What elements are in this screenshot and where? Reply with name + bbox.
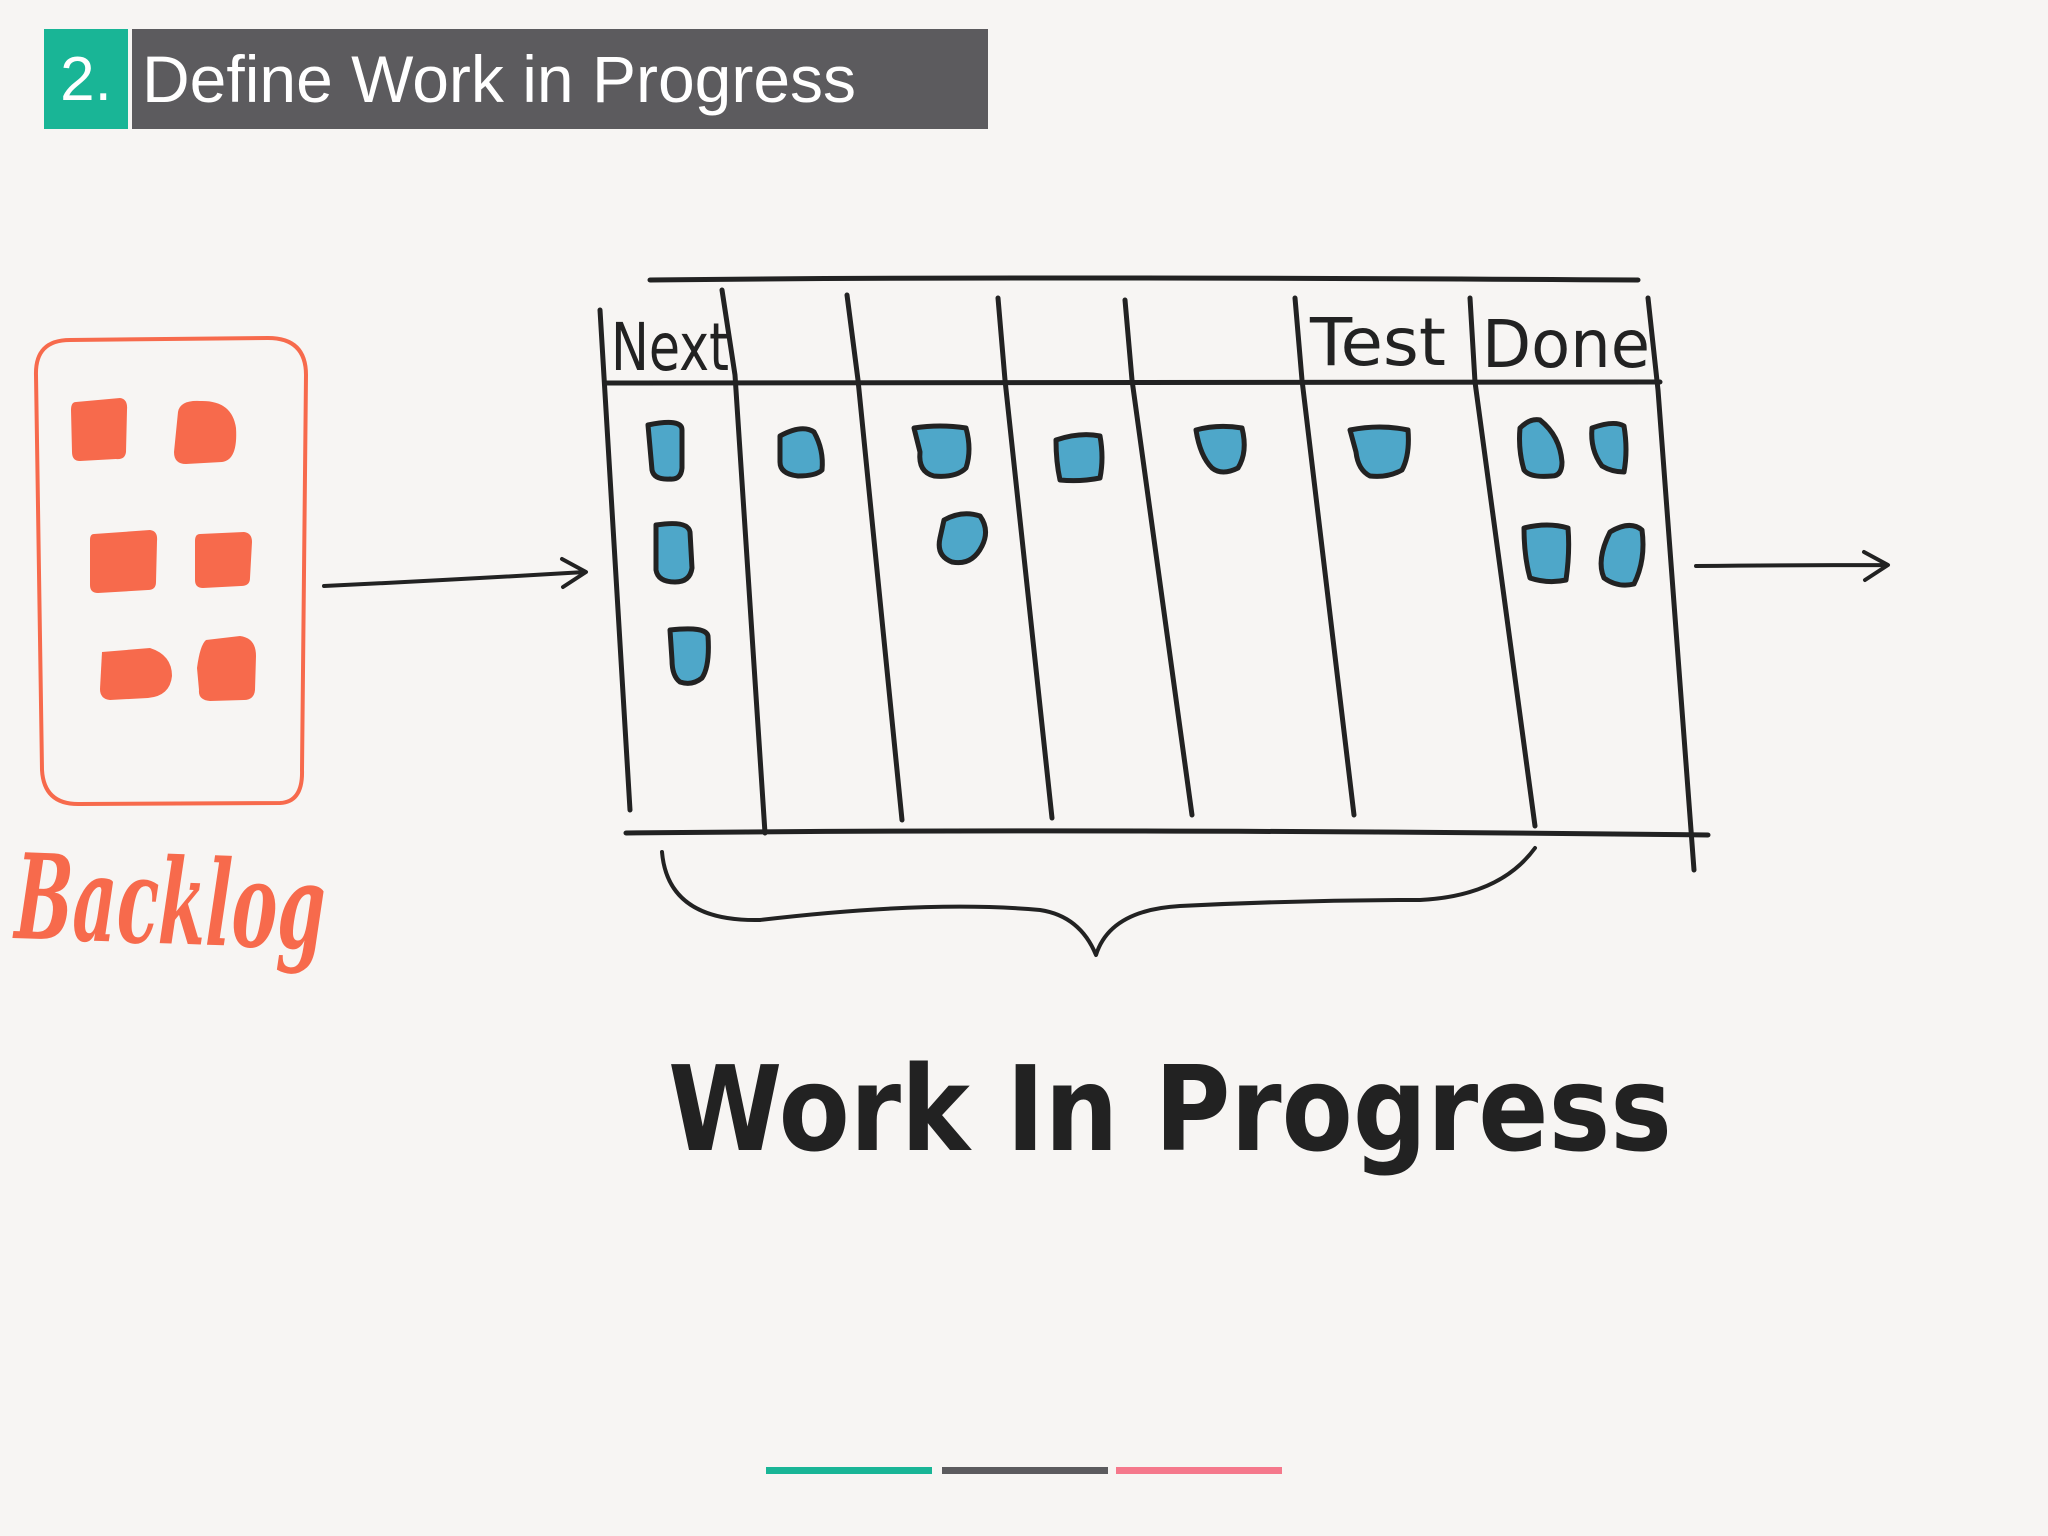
backlog-card [197,636,256,701]
slide-number: 2. [44,29,128,129]
backlog-cards [71,398,256,701]
board-card [653,521,695,585]
board-card [1347,424,1411,479]
progress-segment-1 [766,1467,932,1474]
wip-brace [660,846,1537,957]
board-card [667,626,711,686]
arrow-into-board [322,557,588,589]
board-top-line [647,275,1641,283]
arrow-out-of-board [1694,550,1890,582]
column-label-test: Test [1309,304,1446,381]
board-header-line [602,379,1663,386]
board-bottom-line [623,828,1711,838]
column-divider [995,295,1055,821]
column-label-next: Next [611,309,729,386]
backlog-box [33,336,308,807]
column-label-done: Done [1482,306,1650,383]
progress-segment-2 [942,1467,1108,1474]
backlog-card [174,400,237,464]
board-card [777,426,825,479]
column-divider [1645,295,1697,873]
board-card [1193,423,1247,475]
wip-label: Work In Progress [668,1040,1672,1178]
board-card [936,511,988,566]
board-cards [645,417,1646,686]
kanban-board [597,275,1711,873]
board-card [645,419,685,482]
backlog-card [195,532,252,588]
column-divider [844,292,905,823]
board-card [1517,417,1565,479]
slide-title: Define Work in Progress [132,29,988,129]
slide-title-bar: 2. Define Work in Progress [44,29,988,129]
title-divider [128,29,132,129]
backlog-label: Backlog [11,827,327,977]
column-divider [719,287,768,836]
backlog-card [71,398,128,461]
backlog-card [90,530,158,593]
board-card [1053,432,1105,484]
board-card [1589,420,1629,475]
backlog-card [100,648,172,700]
board-card [1521,522,1572,585]
board-card [1598,523,1646,588]
column-divider [597,307,633,813]
column-divider [1122,297,1195,818]
column-divider [1467,295,1538,829]
progress-segment-3 [1116,1467,1282,1474]
board-card [911,423,972,479]
column-divider [1292,295,1357,818]
